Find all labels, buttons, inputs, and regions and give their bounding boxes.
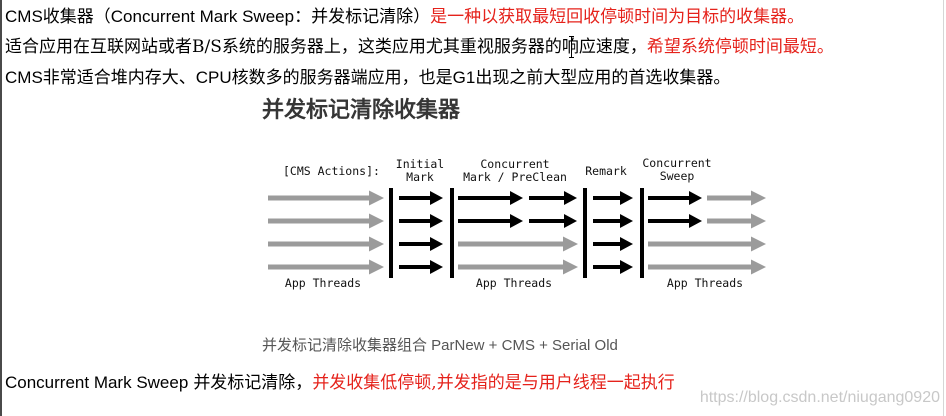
intro-line-2-text: 适合应用在互联网站或者B/S系统的服务器上，这类应用尤其重视服务器的响应速度， xyxy=(5,37,647,57)
app-thread-arrow xyxy=(458,259,578,275)
app-threads-label: App Threads xyxy=(667,276,743,290)
cms-actions-label: [CMS Actions]: xyxy=(283,164,380,178)
phase-boundaries xyxy=(389,188,644,278)
phase-header-line: Initial xyxy=(396,157,444,171)
app-threads-label: App Threads xyxy=(476,276,552,290)
intro-line-1-highlight: 是一种以获取最短回收停顿时间为目标的收集器。 xyxy=(430,7,805,27)
intro-line-2-highlight: 希望系统停顿时间最短。 xyxy=(646,37,834,57)
page-left-edge xyxy=(0,0,2,416)
phase-header-line: Concurrent xyxy=(480,157,549,171)
gc-thread-arrow xyxy=(648,191,702,205)
ibeam-cursor-icon xyxy=(569,36,574,58)
phase-boundary-bar xyxy=(450,188,454,278)
phase-boundary-bar xyxy=(640,188,644,278)
gc-thread-arrow xyxy=(458,191,523,205)
phase-header-concurrent-sweep: Concurrent Sweep xyxy=(642,156,711,183)
gc-thread-arrow xyxy=(399,237,443,251)
app-thread-arrow xyxy=(268,259,384,275)
app-threads-label: App Threads xyxy=(285,276,361,290)
gc-thread-arrow xyxy=(529,191,577,205)
phase-boundary-bar xyxy=(389,188,393,278)
phase-header-line: Concurrent xyxy=(642,156,711,170)
app-thread-arrow xyxy=(707,213,766,229)
watermark: https://blog.csdn.net/niugang0920 xyxy=(699,389,940,406)
phase-header-initial-mark: Initial Mark xyxy=(396,157,444,184)
intro-line-2: 适合应用在互联网站或者B/S系统的服务器上，这类应用尤其重视服务器的响应速度，希… xyxy=(5,36,834,58)
gc-thread-arrow xyxy=(593,214,633,228)
intro-line-3-text: CMS非常适合堆内存大、CPU核数多的服务器端应用，也是G1出现之前大型应用的首… xyxy=(5,68,731,87)
thread-arrows xyxy=(268,190,766,275)
app-thread-arrow xyxy=(648,259,766,275)
phase-header-line: Remark xyxy=(585,164,627,178)
intro-line-1: CMS收集器（Concurrent Mark Sweep：并发标记清除）是一种以… xyxy=(5,6,804,28)
intro-line-3: CMS非常适合堆内存大、CPU核数多的服务器端应用，也是G1出现之前大型应用的首… xyxy=(5,67,730,89)
cms-thread-diagram: [CMS Actions]: Initial Mark Concurrent M… xyxy=(268,156,766,290)
phase-header-line: Mark / PreClean xyxy=(463,170,567,184)
app-thread-arrow xyxy=(268,213,384,229)
phase-header-line: Sweep xyxy=(660,169,695,183)
gc-thread-arrow xyxy=(648,214,702,228)
gc-thread-arrow xyxy=(593,260,633,274)
phase-boundary-bar xyxy=(583,188,587,278)
gc-thread-arrow xyxy=(529,214,577,228)
gc-thread-arrow xyxy=(593,237,633,251)
gc-thread-arrow xyxy=(399,260,443,274)
intro-line-1-text: CMS收集器（Concurrent Mark Sweep：并发标记清除） xyxy=(5,7,431,26)
app-thread-arrow xyxy=(648,236,766,252)
gc-thread-arrow xyxy=(399,191,443,205)
app-thread-arrow xyxy=(707,190,766,206)
app-thread-arrow xyxy=(268,190,384,206)
gc-thread-arrow xyxy=(458,214,523,228)
diagram-title: 并发标记清除收集器 xyxy=(262,97,461,122)
diagram-caption: 并发标记清除收集器组合 ParNew + CMS + Serial Old xyxy=(262,337,618,354)
phase-header-remark: Remark xyxy=(585,164,627,178)
page-right-edge xyxy=(943,0,944,416)
phase-header-line: Mark xyxy=(406,170,434,184)
summary-text: 并发标记清除， xyxy=(193,373,313,393)
gc-thread-arrow xyxy=(399,214,443,228)
gc-thread-arrow xyxy=(593,191,633,205)
phase-header-concurrent-mark: Concurrent Mark / PreClean xyxy=(463,157,567,184)
app-thread-arrow xyxy=(458,236,578,252)
summary-highlight: 并发收集低停顿,并发指的是与用户线程一起执行 xyxy=(312,373,675,393)
app-thread-arrow xyxy=(268,236,384,252)
summary-term: Concurrent Mark Sweep xyxy=(5,373,189,392)
